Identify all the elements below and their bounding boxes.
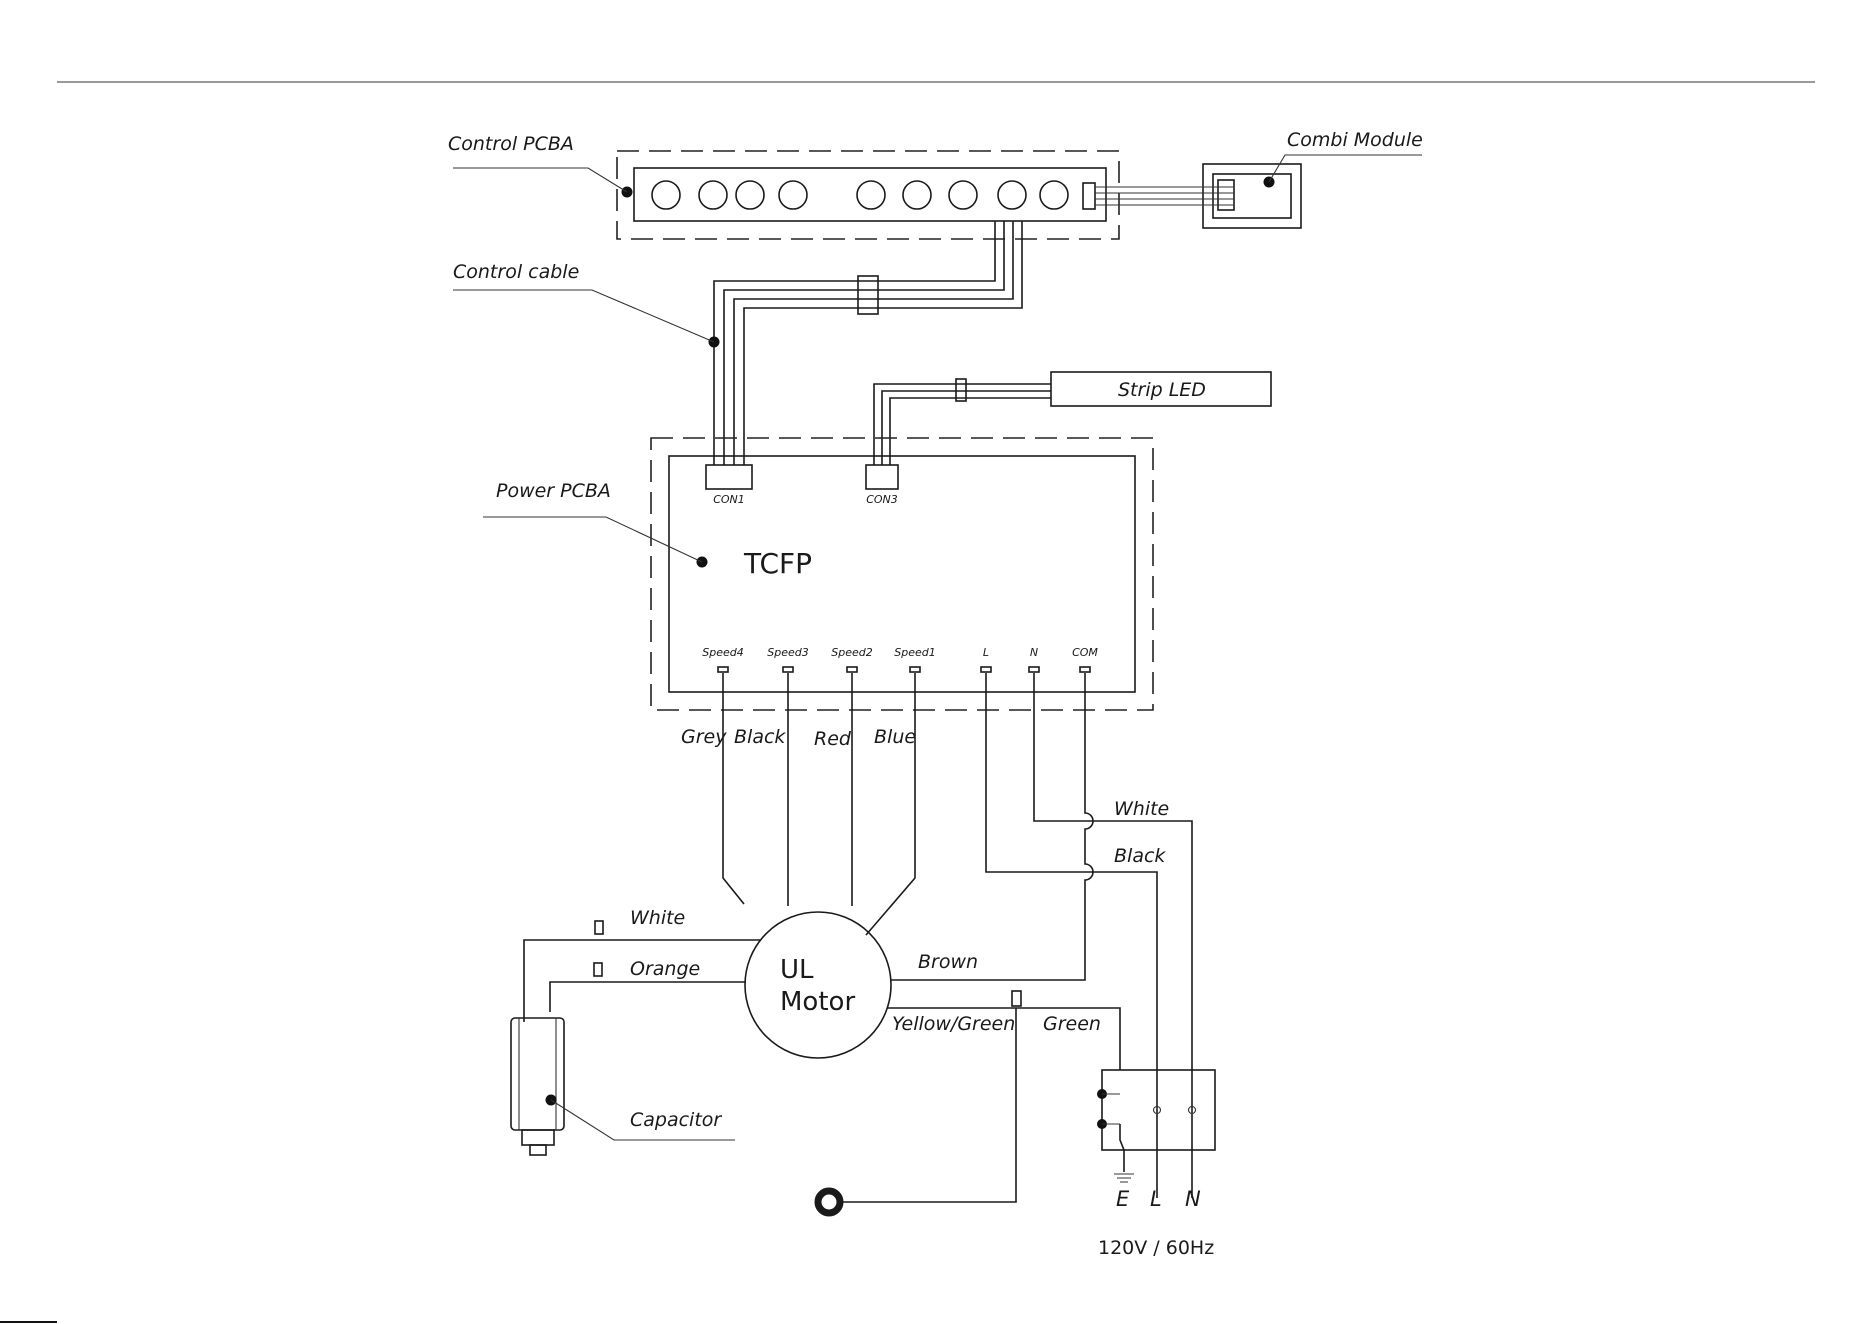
con3-connector	[866, 465, 898, 489]
terminal-label-speed1: Speed1	[894, 646, 935, 659]
cap-white-wire	[524, 940, 760, 1022]
con1-connector	[706, 465, 752, 489]
combi-module: Combi Module	[1095, 129, 1423, 228]
terminal-pin-speed4	[718, 667, 728, 672]
power-wires: White Black Brown	[890, 673, 1192, 1198]
control-pcba-board	[634, 168, 1106, 221]
terminal-label-speed3: Speed3	[767, 646, 808, 659]
control-button-1	[652, 181, 680, 209]
orange-wire-connector	[594, 963, 602, 976]
earth-symbol-icon	[1114, 1174, 1134, 1182]
control-cable: Control cable	[453, 221, 1022, 465]
red-wire-label: Red	[814, 728, 852, 750]
ground-and-mains: Yellow/Green Green E L N 120V / 60Hz	[818, 991, 1215, 1259]
grey-wire-label: Grey	[681, 726, 727, 748]
control-pcba: Control PCBA	[448, 133, 1119, 239]
control-cable-label: Control cable	[453, 261, 579, 283]
black-wire-label: Black	[734, 726, 786, 748]
strip-led-label: Strip LED	[1118, 379, 1206, 401]
control-pcba-connector	[1083, 183, 1095, 209]
grey-wire	[723, 673, 744, 904]
control-cable-wire-1	[714, 221, 995, 465]
strip-led-wire-1	[874, 384, 1051, 465]
yellow-green-label: Yellow/Green	[892, 1013, 1015, 1035]
orange-wire-label: Orange	[630, 958, 700, 980]
terminal-label-n: N	[1030, 646, 1038, 659]
terminal-block: Speed4 Speed3 Speed2 Speed1 L N COM	[702, 646, 1098, 672]
terminal-pin-speed1	[910, 667, 920, 672]
power-pcba-outline	[651, 438, 1153, 710]
power-pcba-label: Power PCBA	[496, 480, 611, 502]
com-brown-wire	[890, 673, 1093, 980]
earth-screw-links	[1102, 1094, 1120, 1124]
blue-wire	[866, 673, 915, 935]
strip-led: Strip LED	[874, 372, 1271, 465]
board-name: TCFP	[743, 547, 812, 580]
ground-lead	[838, 1008, 1016, 1202]
con1-label: CON1	[713, 493, 745, 506]
control-buttons	[652, 181, 1068, 209]
terminal-label-speed2: Speed2	[831, 646, 872, 659]
terminal-pin-speed2	[847, 667, 857, 672]
white-wire-connector	[595, 921, 603, 934]
motor-label-line2: Motor	[780, 987, 855, 1017]
control-pcba-label: Control PCBA	[448, 133, 574, 155]
terminal-pin-speed3	[783, 667, 793, 672]
combi-module-label: Combi Module	[1287, 129, 1423, 151]
brown-wire-label: Brown	[918, 951, 978, 973]
blue-wire-label: Blue	[874, 726, 916, 748]
terminal-block-mains	[1102, 1070, 1215, 1150]
earth-lead	[1120, 1124, 1124, 1172]
combi-module-leader	[1269, 155, 1422, 182]
mains-e-label: E	[1116, 1187, 1130, 1211]
capacitor: White Orange Capacitor	[511, 907, 760, 1155]
control-button-4	[779, 181, 807, 209]
ground-eyelet-icon	[818, 1191, 840, 1213]
cap-white-label: White	[630, 907, 685, 929]
capacitor-nut	[522, 1130, 554, 1145]
speed-wires: Grey Black Red Blue	[681, 673, 916, 935]
terminal-label-com: COM	[1072, 646, 1098, 659]
control-cable-leader	[453, 290, 714, 342]
control-button-6	[903, 181, 931, 209]
control-button-9	[1040, 181, 1068, 209]
cap-orange-wire	[550, 982, 746, 1012]
capacitor-stud	[530, 1145, 546, 1155]
green-wire-label: Green	[1043, 1013, 1101, 1035]
ul-motor: UL Motor	[745, 912, 891, 1058]
terminal-pin-com	[1080, 667, 1090, 672]
control-button-2	[699, 181, 727, 209]
motor-body	[745, 912, 891, 1058]
control-cable-wire-2	[724, 221, 1004, 465]
white-wire-label: White	[1114, 798, 1169, 820]
black-power-wire-label: Black	[1114, 845, 1166, 867]
supply-rating-label: 120V / 60Hz	[1098, 1237, 1214, 1259]
control-button-3	[736, 181, 764, 209]
capacitor-label: Capacitor	[630, 1109, 722, 1131]
mains-n-label: N	[1185, 1187, 1201, 1211]
motor-label-line1: UL	[780, 955, 814, 985]
neutral-white-wire	[1034, 673, 1192, 1198]
control-pcba-outline	[617, 151, 1119, 239]
terminal-label-speed4: Speed4	[702, 646, 743, 659]
control-cable-wire-4	[744, 221, 1022, 465]
control-button-5	[857, 181, 885, 209]
strip-led-wire-3	[890, 398, 1051, 465]
ground-wire-connector	[1012, 991, 1021, 1006]
control-button-7	[949, 181, 977, 209]
line-black-wire	[986, 673, 1157, 1198]
mains-l-label: L	[1150, 1187, 1162, 1211]
strip-led-wire-2	[882, 391, 1051, 465]
control-pcba-leader	[453, 168, 627, 192]
control-button-8	[998, 181, 1026, 209]
terminal-label-l: L	[983, 646, 989, 659]
terminal-pin-n	[1029, 667, 1039, 672]
con3-label: CON3	[866, 493, 898, 506]
terminal-pin-l	[981, 667, 991, 672]
